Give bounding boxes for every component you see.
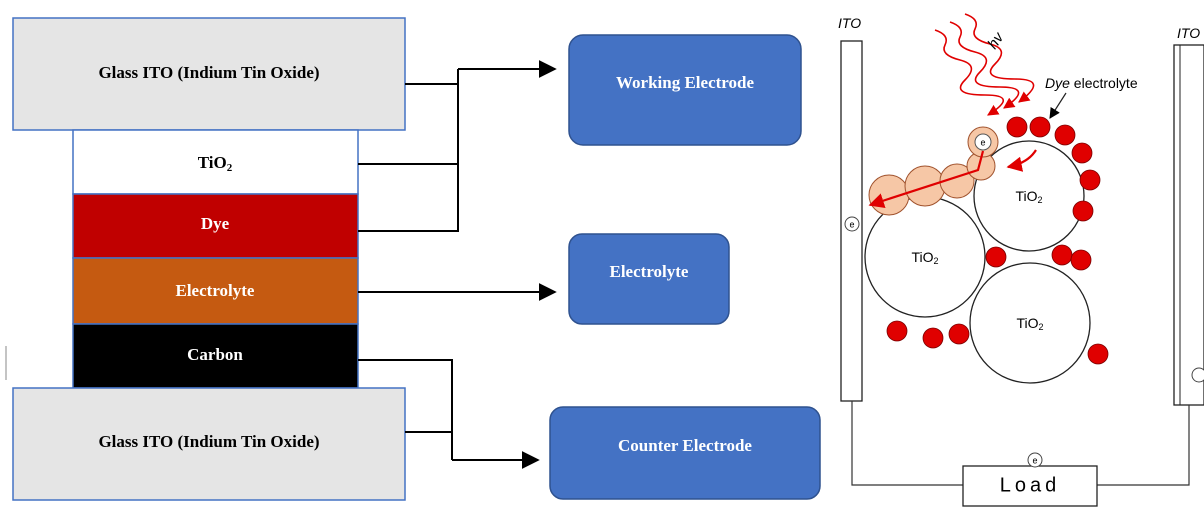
svg-text:TiO2: TiO2 (1015, 188, 1042, 206)
electrolyte-layer (72, 257, 359, 325)
external-circuit-wire (851, 401, 1190, 486)
load-label: Load (1000, 474, 1061, 496)
dye-molecule (922, 327, 944, 349)
glass-bottom-layer (12, 387, 406, 501)
tio2-label: TiO2 (198, 153, 233, 174)
tio2-particle-left: TiO2 (864, 196, 986, 318)
tio2-layer (72, 129, 359, 195)
counter-electrode-box (549, 406, 821, 500)
glass-bottom-label: Glass ITO (Indium Tin Oxide) (98, 432, 319, 451)
dye-layer (72, 193, 359, 259)
svg-text:e: e (1032, 455, 1037, 465)
connector-dye (358, 69, 459, 232)
dye-molecule (1071, 142, 1093, 164)
electron-injection-arrow (868, 150, 985, 209)
hv-label: hv (984, 28, 1008, 52)
electrolyte-box-label: Electrolyte (610, 262, 689, 281)
load-box (962, 465, 1098, 507)
dye-molecule (1054, 124, 1076, 146)
svg-text:e: e (849, 219, 854, 229)
dye-molecule (985, 246, 1007, 268)
tio2-particle-top: TiO2 (973, 140, 1085, 252)
excited-particle (939, 163, 975, 199)
dye-label: Dye (201, 214, 230, 233)
glass-top-layer (12, 17, 406, 131)
light-waves (934, 13, 1035, 116)
electrolyte-label: Electrolyte (176, 281, 255, 300)
dye-molecule (1072, 200, 1094, 222)
dye-molecule (1051, 244, 1073, 266)
glass-top-label: Glass ITO (Indium Tin Oxide) (98, 63, 319, 82)
working-electrode-box (568, 34, 802, 146)
dye-pointer (1049, 92, 1067, 119)
svg-text:e: e (980, 137, 985, 147)
connector-carbon (358, 359, 453, 460)
dye-molecule (1079, 169, 1101, 191)
carbon-layer (72, 323, 359, 389)
function-boxes: Working Electrode Electrolyte Counter El… (549, 34, 821, 500)
electron-transfer-arrow (1006, 149, 1037, 172)
tio2-particle-bottom: TiO2 (969, 262, 1091, 384)
carbon-label: Carbon (187, 345, 243, 364)
dye-excited-electron: e (967, 126, 999, 158)
connectors (358, 60, 557, 469)
counter-electrode-label: Counter Electrode (618, 436, 752, 455)
ito-left-label: ITO (838, 15, 861, 31)
dye-molecule (1029, 116, 1051, 138)
dye-molecules (886, 116, 1109, 365)
svg-text:TiO2: TiO2 (1016, 315, 1043, 333)
electron-marker-bottom: e (1027, 452, 1043, 468)
dye-molecule (1006, 116, 1028, 138)
cell-schematic: ITO ITO Load e e TiO2 TiO2 (838, 13, 1204, 507)
excited-particles (868, 151, 996, 216)
svg-text:TiO2: TiO2 (911, 249, 938, 267)
working-electrode-label: Working Electrode (616, 73, 754, 92)
excited-particle (904, 165, 946, 207)
electron-marker-left: e (844, 216, 860, 232)
dye-molecule (948, 323, 970, 345)
electron-marker-right (1191, 367, 1204, 383)
dye-molecule (1070, 249, 1092, 271)
dye-electrolyte-label: Dye electrolyte (1045, 75, 1138, 91)
electrolyte-box (568, 233, 730, 325)
ito-right-electrode (1173, 44, 1204, 406)
dye-molecule (1087, 343, 1109, 365)
dye-molecule (886, 320, 908, 342)
ito-right-label: ITO (1177, 25, 1200, 41)
layer-stack: Glass ITO (Indium Tin Oxide) TiO2 Dye El… (12, 17, 406, 501)
